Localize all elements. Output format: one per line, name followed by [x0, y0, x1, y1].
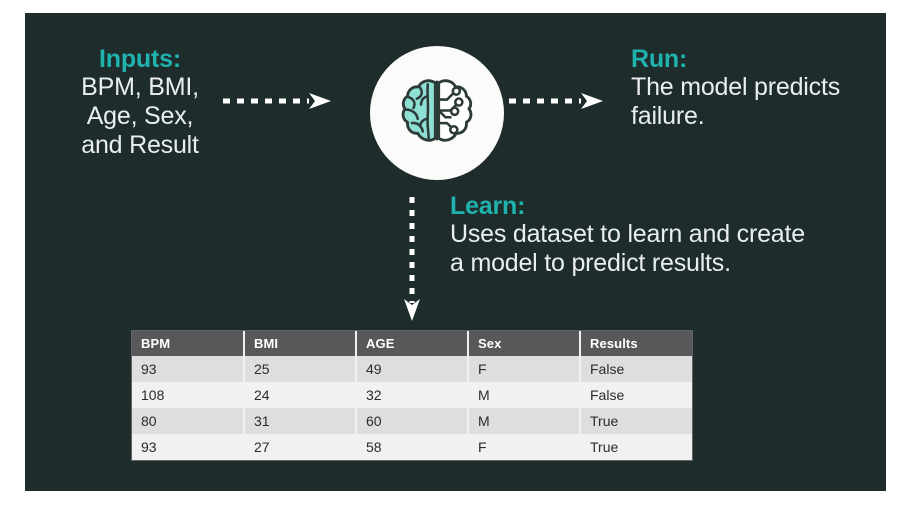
table-header-age: AGE	[356, 331, 469, 356]
table-row: 108 24 32 M False	[132, 382, 692, 408]
cell-age: 32	[356, 382, 469, 408]
cell-sex: M	[468, 408, 581, 434]
cell-sex: M	[468, 382, 581, 408]
inputs-line-2: Age, Sex,	[86, 102, 194, 130]
run-heading: Run:	[631, 45, 688, 73]
run-line-2: failure.	[631, 102, 705, 130]
learn-line-1: Uses dataset to learn and create	[450, 220, 805, 248]
learn-block: Learn: Uses dataset to learn and create …	[450, 193, 886, 278]
dotted-arrow-down-brain-to-table	[402, 195, 422, 323]
table-header-bpm: BPM	[132, 331, 245, 356]
cell-bpm: 93	[132, 356, 245, 382]
run-block: Run: The model predicts failure.	[631, 46, 886, 131]
dashed-arrow-right-brain-to-run	[493, 91, 605, 111]
cell-age: 49	[356, 356, 469, 382]
cell-bmi: 27	[244, 434, 357, 460]
run-line-1: The model predicts	[631, 73, 840, 101]
cell-results: False	[590, 361, 625, 377]
inputs-heading: Inputs:	[99, 45, 181, 73]
dashed-arrow-right-inputs-to-brain	[221, 91, 333, 111]
table-row: 80 31 60 M True	[132, 408, 692, 434]
cell-bpm: 93	[132, 434, 245, 460]
learn-line-2: a model to predict results.	[450, 249, 731, 277]
cell-sex: F	[468, 434, 581, 460]
cell-results: False	[590, 387, 625, 403]
cell-age: 58	[356, 434, 469, 460]
dataset-table: BPM BMI AGE Sex Results 93 25 49 F False…	[132, 331, 692, 460]
cell-bpm: 108	[132, 382, 245, 408]
cell-age: 60	[356, 408, 469, 434]
ai-brain-icon	[370, 46, 504, 180]
cell-results: True	[590, 413, 619, 429]
cell-bmi: 31	[244, 408, 357, 434]
table-header-sex: Sex	[468, 331, 581, 356]
table-header-row: BPM BMI AGE Sex Results	[132, 331, 692, 356]
learn-heading: Learn:	[450, 192, 526, 220]
table-row: 93 25 49 F False	[132, 356, 692, 382]
table-header-bmi: BMI	[244, 331, 357, 356]
table-header-results: Results	[580, 331, 692, 356]
table-row: 93 27 58 F True	[132, 434, 692, 460]
dark-slide-panel: Inputs: BPM, BMI, Age, Sex, and Result	[25, 13, 886, 491]
cell-bpm: 80	[132, 408, 245, 434]
inputs-line-1: BPM, BMI,	[81, 73, 199, 101]
inputs-line-3: and Result	[81, 131, 199, 159]
inputs-block: Inputs: BPM, BMI, Age, Sex, and Result	[35, 46, 245, 160]
cell-results: True	[590, 439, 619, 455]
cell-bmi: 25	[244, 356, 357, 382]
cell-sex: F	[468, 356, 581, 382]
cell-bmi: 24	[244, 382, 357, 408]
